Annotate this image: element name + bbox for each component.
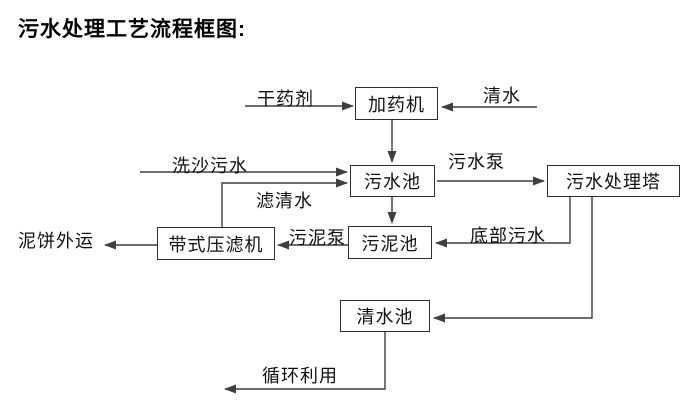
flow-filtered-water-arrow [221, 178, 348, 227]
label-sewage-pump: 污水泵 [448, 152, 505, 172]
flow-recycling-arrow [224, 332, 386, 394]
page-title: 污水处理工艺流程框图: [18, 18, 246, 41]
label-mud-cake-transport: 泥饼外运 [18, 231, 94, 251]
label-clear-water: 清水 [483, 86, 521, 106]
flow-tower-to-clear-arrow [433, 197, 593, 323]
label-bottom-sewage: 底部污水 [470, 226, 546, 246]
node-treatment-tower: 污水处理塔 [547, 165, 680, 197]
label-filtered-water: 滤清水 [256, 191, 313, 211]
node-clear-water-pool: 清水池 [340, 300, 430, 332]
node-dosing-machine: 加药机 [355, 87, 438, 120]
node-belt-filter-press: 带式压滤机 [157, 227, 275, 260]
node-sludge-pool: 污泥池 [348, 226, 432, 259]
label-sludge-pump: 污泥泵 [289, 228, 346, 248]
label-dry-chemical: 干药剂 [257, 89, 314, 109]
label-sand-washing-sewage: 洗沙污水 [172, 156, 248, 176]
node-sewage-pool: 污水池 [350, 165, 435, 197]
label-recycling-use: 循环利用 [262, 366, 338, 386]
flow-bottom-sewage-arrow [435, 197, 571, 248]
